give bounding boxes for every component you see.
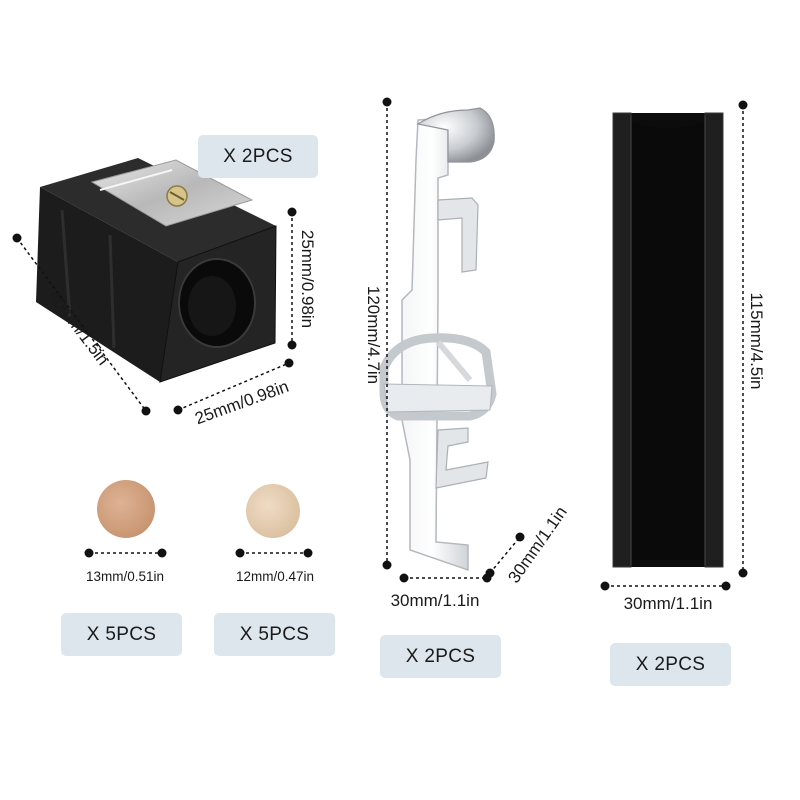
eraser-small-quantity-badge: X 5PCS xyxy=(214,613,335,656)
clip-height-label: 120mm/4.7in xyxy=(364,285,383,385)
holder-width-label: 30mm/1.1in xyxy=(623,594,713,613)
eraser-large-quantity-text: X 5PCS xyxy=(86,623,157,645)
eraser-large-quantity-badge: X 5PCS xyxy=(61,613,182,656)
eraser-small-quantity-text: X 5PCS xyxy=(239,623,310,645)
holder-width-dimension xyxy=(600,581,731,591)
eraser-small-illustration xyxy=(246,484,300,538)
eraser-large-dimension xyxy=(84,548,167,558)
clip-illustration xyxy=(379,107,497,572)
eraser-large-illustration xyxy=(97,480,155,538)
sharpener-illustration xyxy=(36,158,277,383)
clip-quantity-text: X 2PCS xyxy=(405,645,476,667)
clip-quantity-badge: X 2PCS xyxy=(380,635,501,678)
clip-height-dimension xyxy=(382,97,392,570)
holder-illustration xyxy=(612,112,724,568)
clip-width-label: 30mm/1.1in xyxy=(390,591,480,610)
eraser-small-dimension xyxy=(235,548,313,558)
holder-quantity-text: X 2PCS xyxy=(635,653,706,675)
holder-height-label: 115mm/4.5in xyxy=(747,292,766,390)
sharpener-length-dimension xyxy=(12,233,151,416)
clip-depth-dimension xyxy=(485,532,525,578)
holder-height-dimension xyxy=(738,100,748,578)
holder-quantity-badge: X 2PCS xyxy=(610,643,731,686)
sharpener-quantity-text: X 2PCS xyxy=(223,145,293,167)
sharpener-width-dimension xyxy=(173,358,294,415)
sharpener-quantity-badge: X 2PCS xyxy=(198,135,318,178)
sharpener-height-label: 25mm/0.98in xyxy=(298,229,317,329)
sharpener-height-dimension xyxy=(287,207,297,350)
eraser-large-diameter-label: 13mm/0.51in xyxy=(85,569,165,584)
clip-width-dimension xyxy=(399,573,492,583)
eraser-small-diameter-label: 12mm/0.47in xyxy=(235,569,315,584)
